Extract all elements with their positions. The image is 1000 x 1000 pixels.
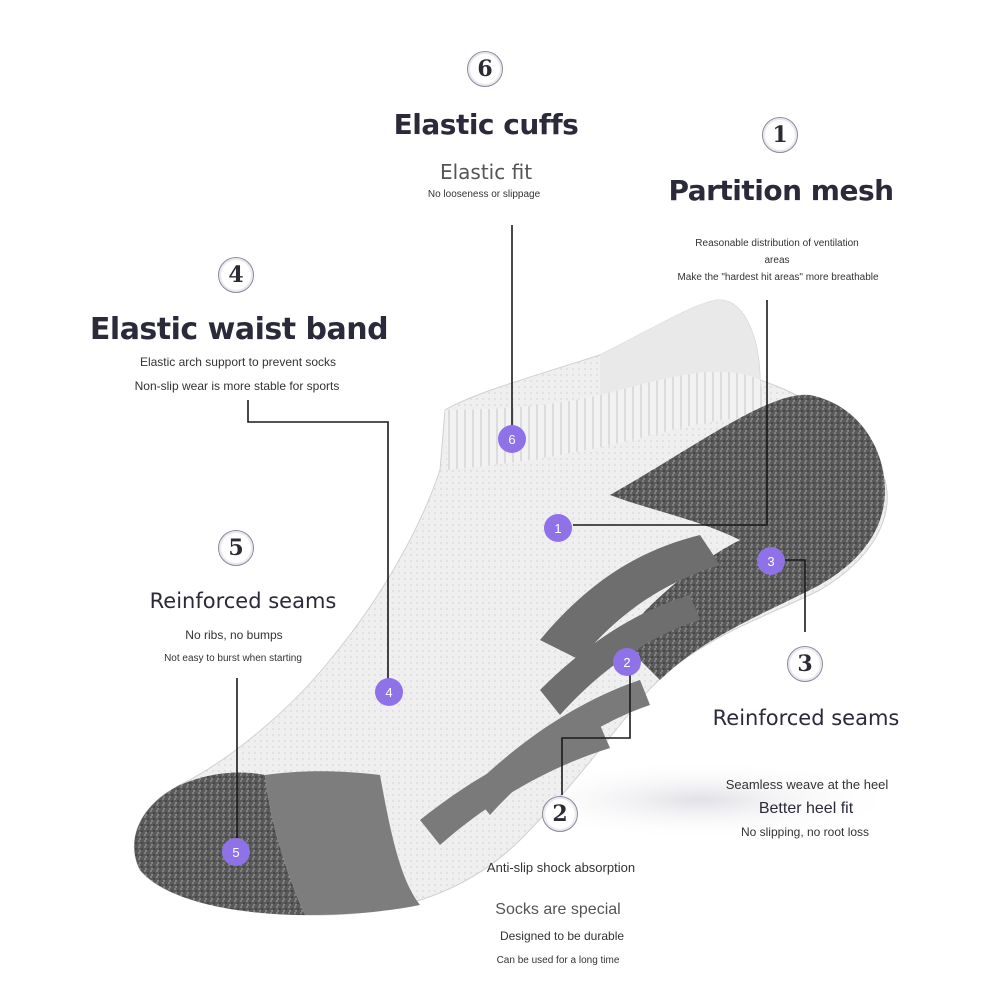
feature-6-subtitle: Elastic fit (439, 160, 533, 184)
marker-1: 1 (544, 514, 572, 542)
feature-6-number: 6 (467, 51, 503, 87)
feature-2-desc-1: Socks are special (495, 901, 621, 918)
feature-5-desc-1: No ribs, no bumps (185, 628, 283, 642)
feature-1-desc-1: Reasonable distribution of ventilation (695, 238, 859, 249)
feature-1-title: Partition mesh (668, 174, 894, 207)
feature-3-title: Reinforced seams (712, 706, 900, 730)
feature-3-desc-1: Seamless weave at the heel (725, 777, 889, 792)
feature-3-number: 3 (787, 646, 823, 682)
feature-4-desc-1: Elastic arch support to prevent socks (139, 355, 337, 369)
feature-2-number: 2 (542, 796, 578, 832)
marker-2: 2 (613, 648, 641, 676)
marker-5: 5 (222, 838, 250, 866)
feature-1-number: 1 (762, 117, 798, 153)
sock-arch-stripes (540, 535, 720, 660)
feature-2-desc-2: Designed to be durable (499, 929, 625, 943)
sock-cuff (445, 371, 770, 470)
feature-3-desc-2: Better heel fit (758, 800, 854, 817)
feature-4-number: 4 (218, 257, 254, 293)
feature-3-desc-3: No slipping, no root loss (740, 825, 870, 839)
marker-6: 6 (498, 425, 526, 453)
marker-3: 3 (757, 547, 785, 575)
feature-5-desc-2: Not easy to burst when starting (164, 653, 302, 664)
feature-6-title: Elastic cuffs (393, 108, 579, 141)
marker-4: 4 (375, 678, 403, 706)
sock-toe (134, 772, 305, 915)
feature-2-desc-3: Can be used for a long time (496, 955, 620, 966)
feature-1-desc-3: Make the "hardest hit areas" more breath… (677, 272, 879, 283)
feature-5-number: 5 (218, 530, 254, 566)
feature-2-title: Anti-slip shock absorption (486, 860, 636, 875)
feature-1-desc-2: areas (764, 255, 790, 266)
feature-4-desc-2: Non-slip wear is more stable for sports (134, 379, 340, 393)
feature-6-desc: No looseness or slippage (427, 189, 541, 200)
feature-4-title: Elastic waist band (89, 312, 389, 347)
feature-5-title: Reinforced seams (149, 589, 337, 613)
